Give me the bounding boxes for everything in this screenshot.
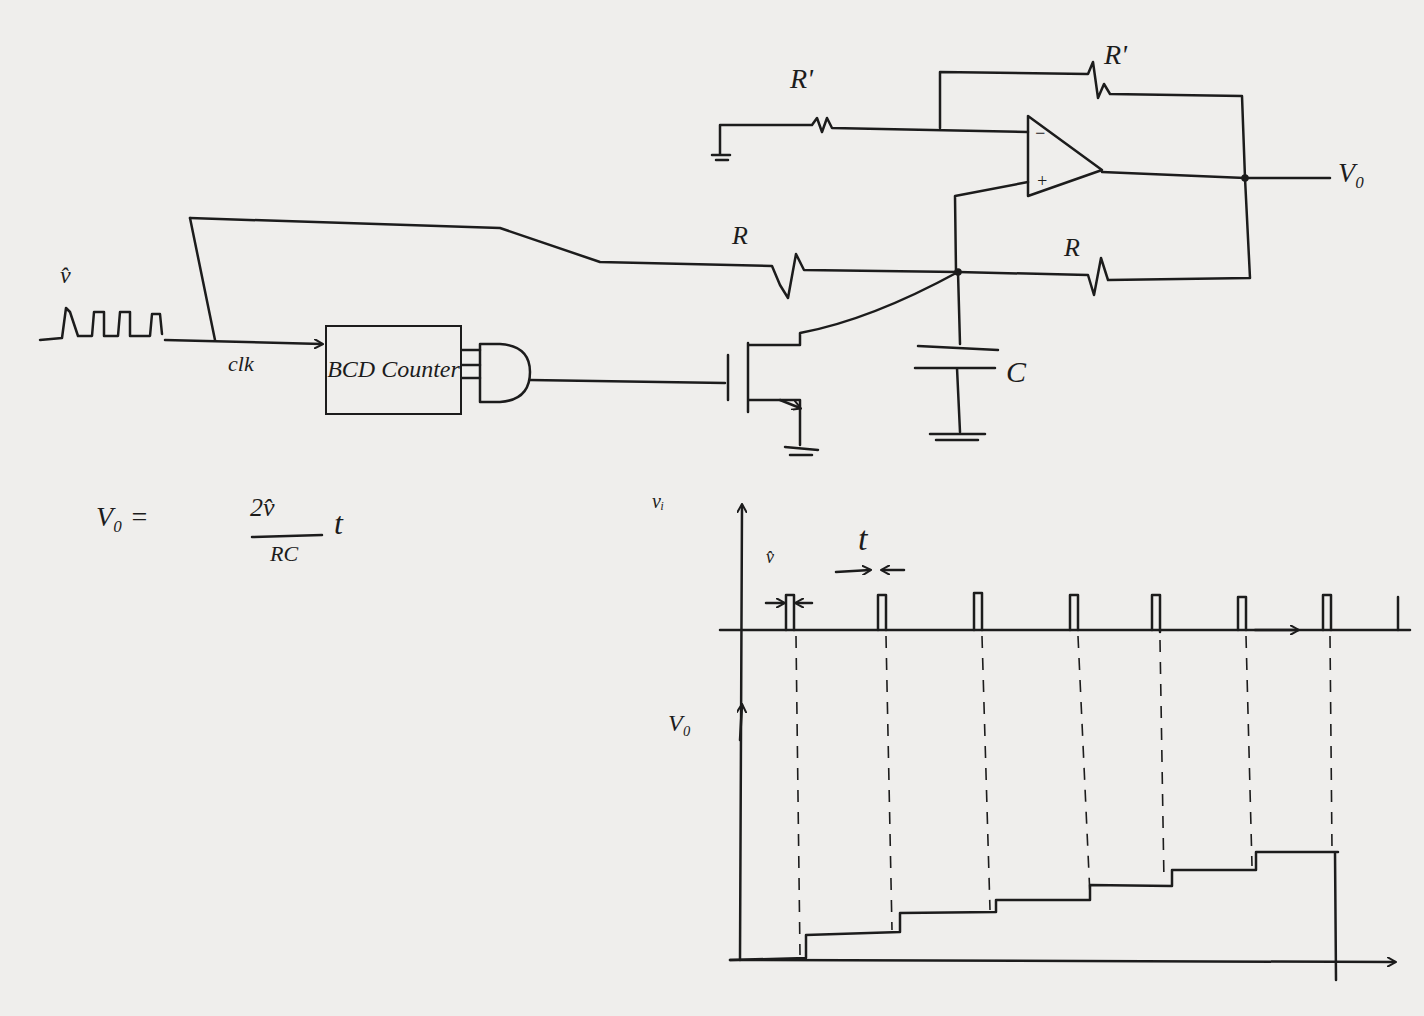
circuit-label: R bbox=[1064, 234, 1080, 263]
axis bbox=[740, 505, 742, 960]
circuit-label: t bbox=[858, 520, 867, 557]
square-wave bbox=[40, 308, 162, 340]
resistor-symbol bbox=[940, 62, 1245, 178]
wire bbox=[530, 380, 725, 383]
circuit-label: RC bbox=[270, 542, 298, 566]
circuit-label: R bbox=[732, 222, 748, 251]
circuit-label: V₀ = bbox=[96, 502, 149, 533]
fraction-line bbox=[252, 535, 322, 537]
circuit-label: V₀ bbox=[668, 710, 691, 736]
circuit-label: R' bbox=[1104, 40, 1127, 71]
wire bbox=[1102, 172, 1330, 178]
opamp-symbol bbox=[1028, 116, 1102, 196]
circuit-label: v̂ bbox=[60, 262, 71, 288]
circuit-label: + bbox=[1036, 172, 1048, 192]
circuit-label: V₀ bbox=[1338, 158, 1365, 189]
staircase-output bbox=[730, 852, 1338, 980]
wire bbox=[190, 218, 215, 340]
circuit-label: vᵢ bbox=[652, 490, 664, 512]
capacitor-symbol bbox=[915, 272, 998, 440]
circuit-label: R' bbox=[790, 64, 813, 95]
clock-line bbox=[165, 340, 322, 344]
axis bbox=[720, 629, 1410, 632]
circuit-label: − bbox=[1034, 124, 1046, 144]
and-gate-symbol bbox=[480, 344, 530, 402]
circuit-label: C bbox=[1006, 355, 1026, 388]
circuit-label: 2v̂ bbox=[250, 494, 275, 523]
circuit-label: clk bbox=[228, 352, 254, 376]
circuit-label: t bbox=[334, 506, 343, 541]
mosfet-symbol bbox=[728, 272, 958, 455]
counter-box: BCD Counter bbox=[325, 325, 462, 415]
axis bbox=[730, 960, 1395, 962]
resistor-symbol bbox=[958, 178, 1250, 295]
wire bbox=[955, 182, 1028, 272]
counter-label: BCD Counter bbox=[327, 357, 460, 382]
circuit-label: v̂ bbox=[766, 548, 774, 568]
resistor-symbol bbox=[190, 218, 958, 298]
pulse-train bbox=[786, 593, 1398, 632]
resistor-symbol bbox=[712, 118, 1028, 160]
